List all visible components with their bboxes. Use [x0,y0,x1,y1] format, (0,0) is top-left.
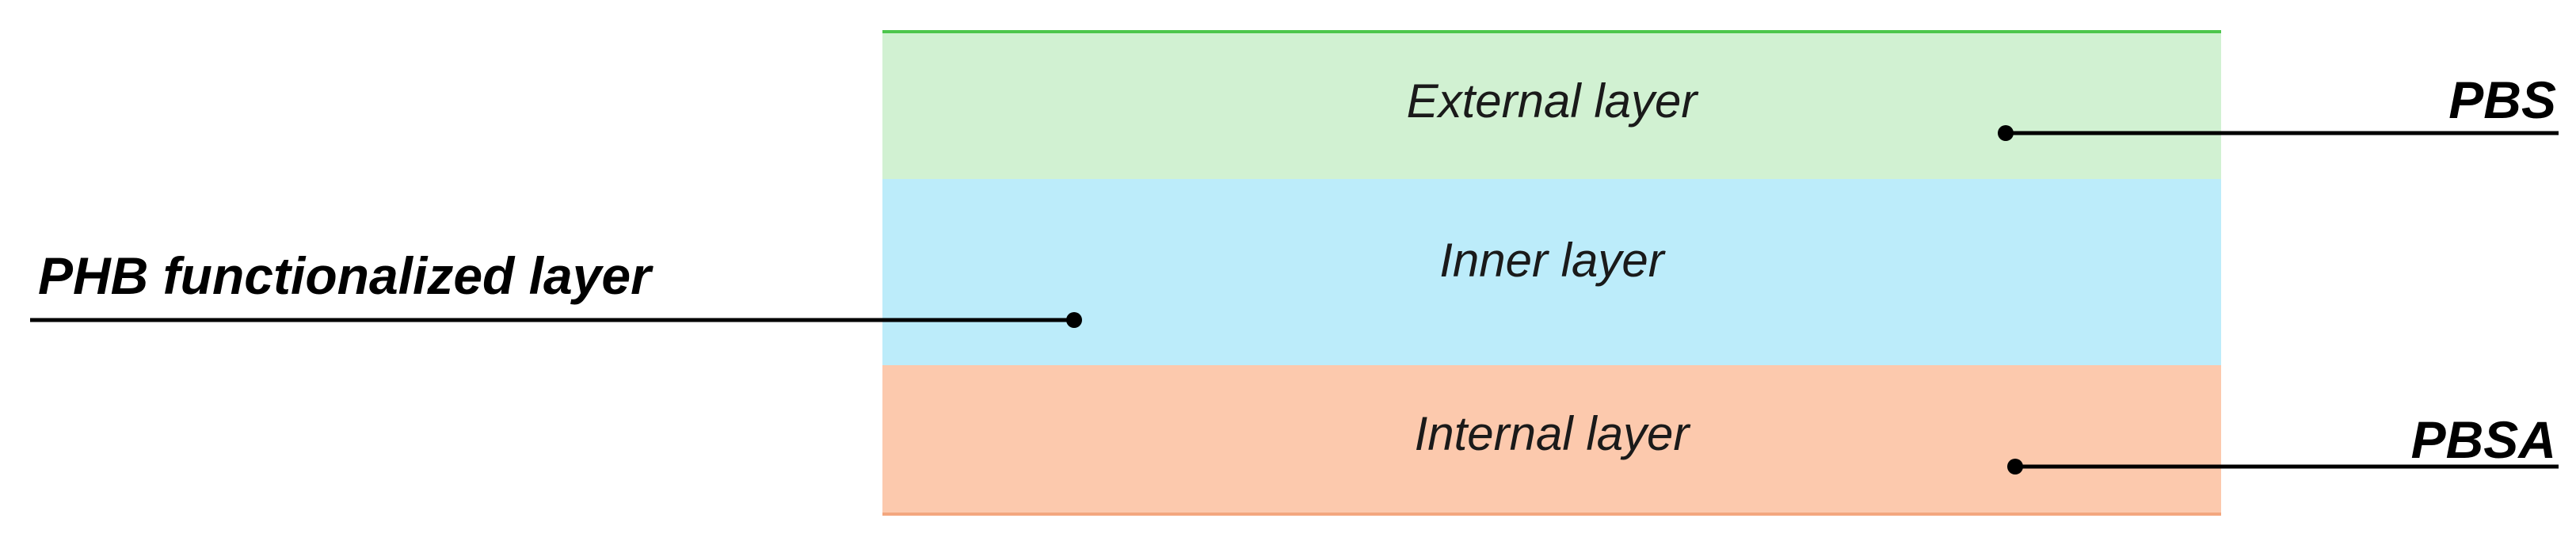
external-layer-label: External layer [1406,74,1698,128]
phb-leader-dot [1066,312,1082,328]
pbsa-callout-label: PBSA [2410,410,2556,469]
internal-layer-label: Internal layer [1414,406,1690,460]
phb-leader [30,312,1082,328]
pbs-callout-label: PBS [2448,71,2556,129]
pbsa-leader-dot [2007,459,2023,474]
external-layer-band: External layer [882,30,2221,179]
pbsa-leader [2007,459,2559,474]
phb-callout-label: PHB functionalized layer [38,246,651,305]
inner-layer-band: Inner layer [882,179,2221,365]
pbs-leader-dot [1998,125,2014,141]
pbs-leader [1998,125,2559,141]
internal-layer-band: Internal layer [882,365,2221,516]
inner-layer-label: Inner layer [1439,234,1664,287]
